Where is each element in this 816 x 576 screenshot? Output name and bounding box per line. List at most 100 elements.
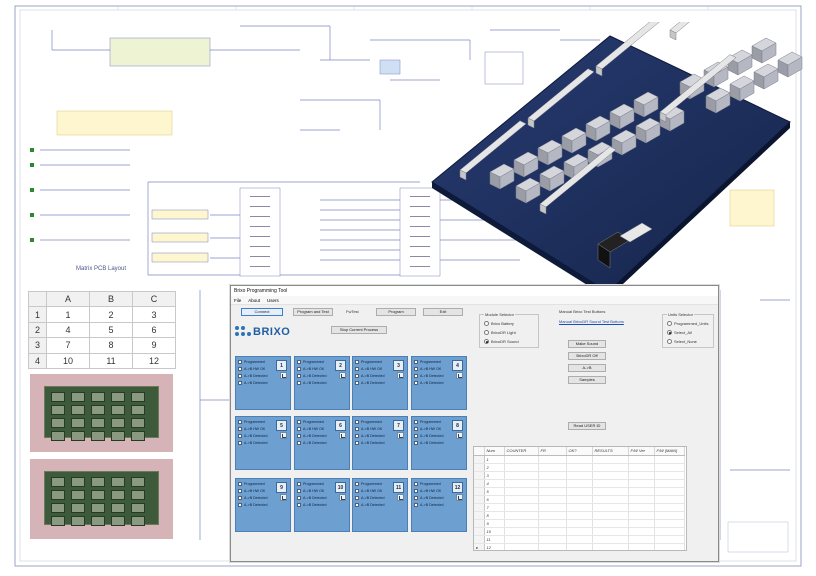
status-checkbox[interactable] bbox=[355, 495, 359, 500]
results-cell[interactable] bbox=[538, 543, 567, 550]
status-checkbox[interactable] bbox=[297, 488, 301, 493]
grid-cell[interactable]: 8 bbox=[89, 337, 133, 354]
status-checkbox[interactable] bbox=[297, 495, 301, 500]
menu-about[interactable]: About bbox=[248, 298, 261, 303]
status-checkbox[interactable] bbox=[355, 373, 359, 378]
status-checkbox[interactable] bbox=[355, 502, 359, 507]
results-cell[interactable] bbox=[628, 463, 655, 472]
results-row[interactable]: 7 bbox=[474, 503, 685, 512]
read-user-id-button[interactable]: Read USER ID bbox=[568, 422, 606, 430]
edit-icon[interactable] bbox=[280, 494, 287, 501]
edit-icon[interactable] bbox=[339, 494, 346, 501]
results-cell[interactable] bbox=[592, 527, 629, 536]
results-cell[interactable] bbox=[538, 495, 567, 504]
results-cell[interactable] bbox=[654, 463, 685, 472]
status-checkbox[interactable] bbox=[238, 426, 242, 431]
results-cell[interactable]: 9 bbox=[484, 519, 505, 528]
program-and-test-button[interactable]: Program and Test bbox=[293, 308, 333, 316]
radio-button[interactable] bbox=[484, 321, 489, 326]
edit-icon[interactable] bbox=[456, 432, 463, 439]
menu-file[interactable]: File bbox=[234, 298, 242, 303]
results-cell[interactable] bbox=[566, 479, 593, 488]
edit-icon[interactable] bbox=[339, 432, 346, 439]
grid-cell[interactable]: 7 bbox=[46, 337, 90, 354]
status-checkbox[interactable] bbox=[297, 366, 301, 371]
status-checkbox[interactable] bbox=[355, 380, 359, 385]
brixodr-off-button[interactable]: BrixoDR Off bbox=[568, 352, 606, 360]
results-cell[interactable] bbox=[566, 487, 593, 496]
results-cell[interactable] bbox=[628, 471, 655, 480]
connect-button[interactable]: Connect bbox=[241, 308, 283, 316]
status-checkbox[interactable] bbox=[238, 380, 242, 385]
results-cell[interactable] bbox=[538, 503, 567, 512]
results-cell[interactable]: 1 bbox=[484, 455, 505, 464]
status-checkbox[interactable] bbox=[297, 433, 301, 438]
status-checkbox[interactable] bbox=[414, 495, 418, 500]
grid-cell[interactable]: 1 bbox=[46, 306, 90, 323]
status-checkbox[interactable] bbox=[414, 440, 418, 445]
edit-icon[interactable] bbox=[456, 494, 463, 501]
status-checkbox[interactable] bbox=[238, 481, 242, 486]
status-checkbox[interactable] bbox=[238, 419, 242, 424]
results-cell[interactable] bbox=[504, 511, 539, 520]
grid-cell[interactable]: 6 bbox=[132, 321, 176, 339]
status-checkbox[interactable] bbox=[355, 359, 359, 364]
results-cell[interactable]: 4 bbox=[484, 479, 505, 488]
module-radio-battery[interactable]: Brixo Battery bbox=[484, 321, 514, 326]
status-checkbox[interactable] bbox=[297, 502, 301, 507]
exit-button[interactable]: Exit bbox=[423, 308, 463, 316]
results-cell[interactable] bbox=[538, 527, 567, 536]
row-selector[interactable] bbox=[474, 503, 485, 512]
results-cell[interactable] bbox=[566, 519, 593, 528]
results-column-header[interactable]: RESULTS bbox=[592, 447, 629, 456]
row-selector[interactable] bbox=[474, 471, 485, 480]
edit-icon[interactable] bbox=[397, 432, 404, 439]
results-cell[interactable] bbox=[654, 471, 685, 480]
results-cell[interactable] bbox=[566, 463, 593, 472]
status-checkbox[interactable] bbox=[414, 373, 418, 378]
row-selector[interactable] bbox=[474, 479, 485, 488]
results-column-header[interactable]: OK? bbox=[566, 447, 593, 456]
results-cell[interactable] bbox=[538, 463, 567, 472]
edit-icon[interactable] bbox=[280, 372, 287, 379]
status-checkbox[interactable] bbox=[414, 433, 418, 438]
status-checkbox[interactable] bbox=[238, 502, 242, 507]
results-row[interactable]: 10 bbox=[474, 527, 685, 536]
results-cell[interactable] bbox=[566, 503, 593, 512]
results-cell[interactable] bbox=[628, 503, 655, 512]
results-cell[interactable] bbox=[654, 455, 685, 464]
results-cell[interactable] bbox=[504, 519, 539, 528]
status-checkbox[interactable] bbox=[238, 373, 242, 378]
status-checkbox[interactable] bbox=[355, 366, 359, 371]
radio-button[interactable] bbox=[667, 321, 672, 326]
grid-cell[interactable]: 10 bbox=[46, 352, 90, 369]
results-cell[interactable] bbox=[654, 527, 685, 536]
results-cell[interactable] bbox=[504, 479, 539, 488]
results-cell[interactable] bbox=[628, 479, 655, 488]
results-cell[interactable] bbox=[628, 511, 655, 520]
edit-icon[interactable] bbox=[397, 372, 404, 379]
results-cell[interactable] bbox=[538, 535, 567, 544]
row-selector[interactable] bbox=[474, 511, 485, 520]
results-cell[interactable] bbox=[654, 487, 685, 496]
results-column-header[interactable]: Num bbox=[484, 447, 505, 456]
manual-sound-link[interactable]: Manual BrixoDR Sound Test Buttons bbox=[559, 319, 624, 324]
status-checkbox[interactable] bbox=[414, 366, 418, 371]
results-cell[interactable] bbox=[592, 463, 629, 472]
results-cell[interactable]: 3 bbox=[484, 471, 505, 480]
status-checkbox[interactable] bbox=[414, 419, 418, 424]
results-cell[interactable] bbox=[628, 535, 655, 544]
status-checkbox[interactable] bbox=[414, 380, 418, 385]
results-cell[interactable] bbox=[538, 471, 567, 480]
results-row[interactable]: 9 bbox=[474, 519, 685, 528]
status-checkbox[interactable] bbox=[355, 440, 359, 445]
results-cell[interactable] bbox=[504, 455, 539, 464]
status-checkbox[interactable] bbox=[297, 380, 301, 385]
results-cell[interactable] bbox=[538, 511, 567, 520]
status-checkbox[interactable] bbox=[414, 502, 418, 507]
results-column-header[interactable]: FR bbox=[538, 447, 567, 456]
grid-cell[interactable]: 3 bbox=[132, 306, 176, 323]
units-radio-programmed[interactable]: Programmed_Units bbox=[667, 321, 708, 326]
results-cell[interactable] bbox=[592, 519, 629, 528]
results-row[interactable]: ▸12 bbox=[474, 543, 685, 550]
